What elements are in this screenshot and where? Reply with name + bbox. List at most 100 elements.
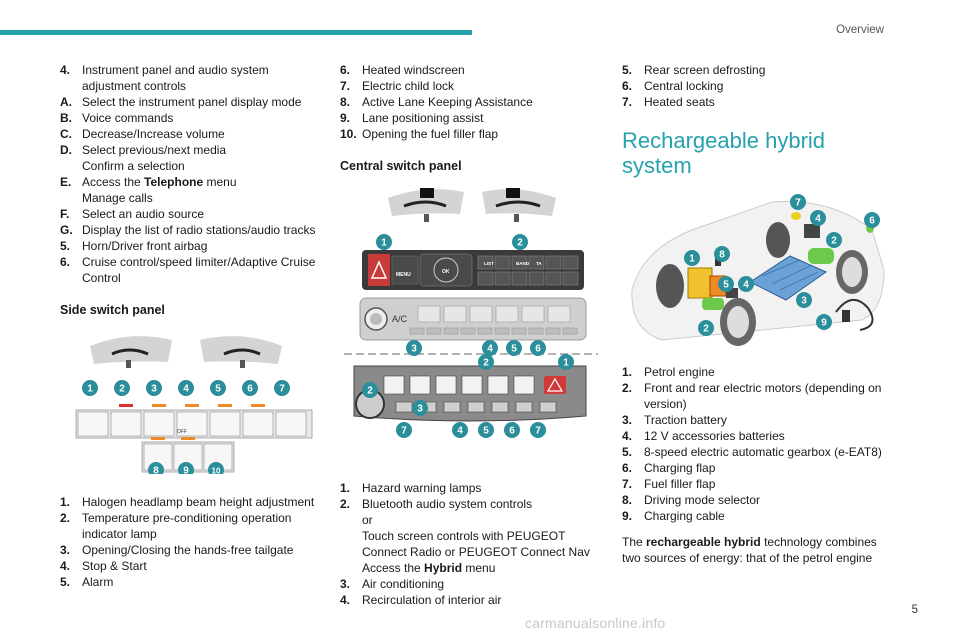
item-key: 1. (60, 495, 71, 509)
ta-label: TA (536, 261, 542, 266)
svg-text:6: 6 (247, 384, 253, 395)
switch-key (143, 411, 175, 437)
column-left: 4. Instrument panel and audio system adju… (60, 62, 328, 590)
front-motor-icon (702, 298, 724, 310)
item-text: Electric child lock (362, 79, 455, 93)
svg-text:4: 4 (815, 214, 821, 225)
item-key: 8. (622, 493, 633, 507)
item-key: 5. (622, 63, 633, 77)
item-text: Confirm a selection (82, 159, 185, 173)
item-text: Central locking (644, 79, 724, 93)
switch-key (383, 375, 405, 395)
callout-badge: 2 (362, 382, 378, 398)
switch-key (477, 327, 493, 335)
touch-panel (353, 365, 587, 422)
callout-badge: 9 (178, 462, 194, 474)
callout-badge: 2 (512, 234, 528, 250)
switch-key (275, 411, 307, 437)
callout-badge: 2 (114, 380, 130, 396)
switch-key (460, 327, 476, 335)
item-text: Bluetooth audio system controls (362, 497, 533, 511)
item-key: 4. (60, 63, 71, 77)
switch-key (242, 411, 274, 437)
list-item: B.Voice commands (60, 110, 328, 126)
indicator-led (151, 437, 165, 440)
callout-badge: 7 (530, 422, 546, 438)
item-text: Alarm (82, 575, 114, 589)
item-text: Display the list of radio stations/audio… (82, 223, 316, 237)
switch-key (176, 411, 208, 437)
callout-badge: 1 (684, 250, 700, 266)
callout-badge: 6 (242, 380, 258, 396)
item-text: Horn/Driver front airbag (82, 239, 208, 253)
indicator-led (181, 437, 195, 440)
item-text: Touch screen controls with PEUGEOT Conne… (362, 529, 590, 559)
item-key: 6. (622, 461, 633, 475)
callout-badge: 3 (796, 292, 812, 308)
switch-key (562, 327, 578, 335)
item-text: Lane positioning assist (362, 111, 484, 125)
svg-text:3: 3 (801, 296, 807, 307)
item-text: Decrease/Increase volume (82, 127, 225, 141)
item-text: Access the Hybrid menu (362, 561, 496, 575)
list-item: 4.12 V accessories batteries (622, 428, 890, 444)
list-item: Manage calls (60, 190, 328, 206)
item-text: Heated seats (644, 95, 715, 109)
item-key: 3. (60, 543, 71, 557)
list-item: Touch screen controls with PEUGEOT Conne… (340, 528, 598, 560)
callout-badge: 4 (178, 380, 194, 396)
switch-row-top: OFF (75, 404, 313, 439)
svg-text:2: 2 (703, 324, 709, 335)
item-text: Opening the fuel filler flap (362, 127, 499, 141)
list-item: 9.Charging cable (622, 508, 890, 524)
item-key: G. (60, 223, 73, 237)
item-key: 2. (622, 381, 633, 395)
top-accent-bar (0, 30, 472, 35)
callout-badge: 3 (406, 340, 422, 356)
callout-badge: 3 (146, 380, 162, 396)
switch-key (409, 327, 425, 335)
item-key: 10. (340, 127, 357, 141)
side-switch-legend: 1.Halogen headlamp beam height adjustmen… (60, 494, 328, 590)
callout-badge: 2 (826, 232, 842, 248)
item-key: 6. (60, 255, 71, 269)
svg-text:5: 5 (483, 426, 489, 437)
list-item: 4.Stop & Start (60, 558, 328, 574)
item-text: Fuel filler flap (644, 477, 716, 491)
switch-key (528, 271, 545, 286)
indicator-led (185, 404, 199, 407)
item-text: Charging cable (644, 509, 725, 523)
svg-text:1: 1 (381, 238, 387, 249)
item-text: Opening/Closing the hands-free tailgate (82, 543, 294, 557)
switch-key (443, 401, 461, 413)
item-key (60, 158, 82, 174)
switch-key (528, 255, 545, 270)
audio-panel: MENU OK LIST BAND TA (362, 250, 584, 290)
list-item: 7.Fuel filler flap (622, 476, 890, 492)
petrol-engine-icon (687, 267, 713, 299)
switch-key (435, 375, 457, 395)
svg-text:3: 3 (411, 344, 417, 355)
svg-text:9: 9 (821, 318, 827, 329)
item-text: Instrument panel and audio system adjust… (82, 63, 269, 93)
callout-badge: 4 (810, 210, 826, 226)
switch-key (511, 327, 527, 335)
svg-text:6: 6 (509, 426, 515, 437)
callout-badge: 6 (864, 212, 880, 228)
callout-badge: 8 (148, 462, 164, 474)
switch-key (511, 255, 528, 270)
svg-text:5: 5 (511, 344, 517, 355)
switch-key (77, 411, 109, 437)
item-key: F. (60, 207, 70, 221)
list-item: 6.Heated windscreen (340, 62, 598, 78)
svg-text:2: 2 (831, 236, 837, 247)
item-key: 6. (622, 79, 633, 93)
switch-key (491, 401, 509, 413)
svg-text:5: 5 (723, 280, 729, 291)
item-text: Cruise control/speed limiter/Adaptive Cr… (82, 255, 316, 285)
mirror-left-icon (388, 188, 464, 222)
off-label: OFF (177, 429, 187, 435)
